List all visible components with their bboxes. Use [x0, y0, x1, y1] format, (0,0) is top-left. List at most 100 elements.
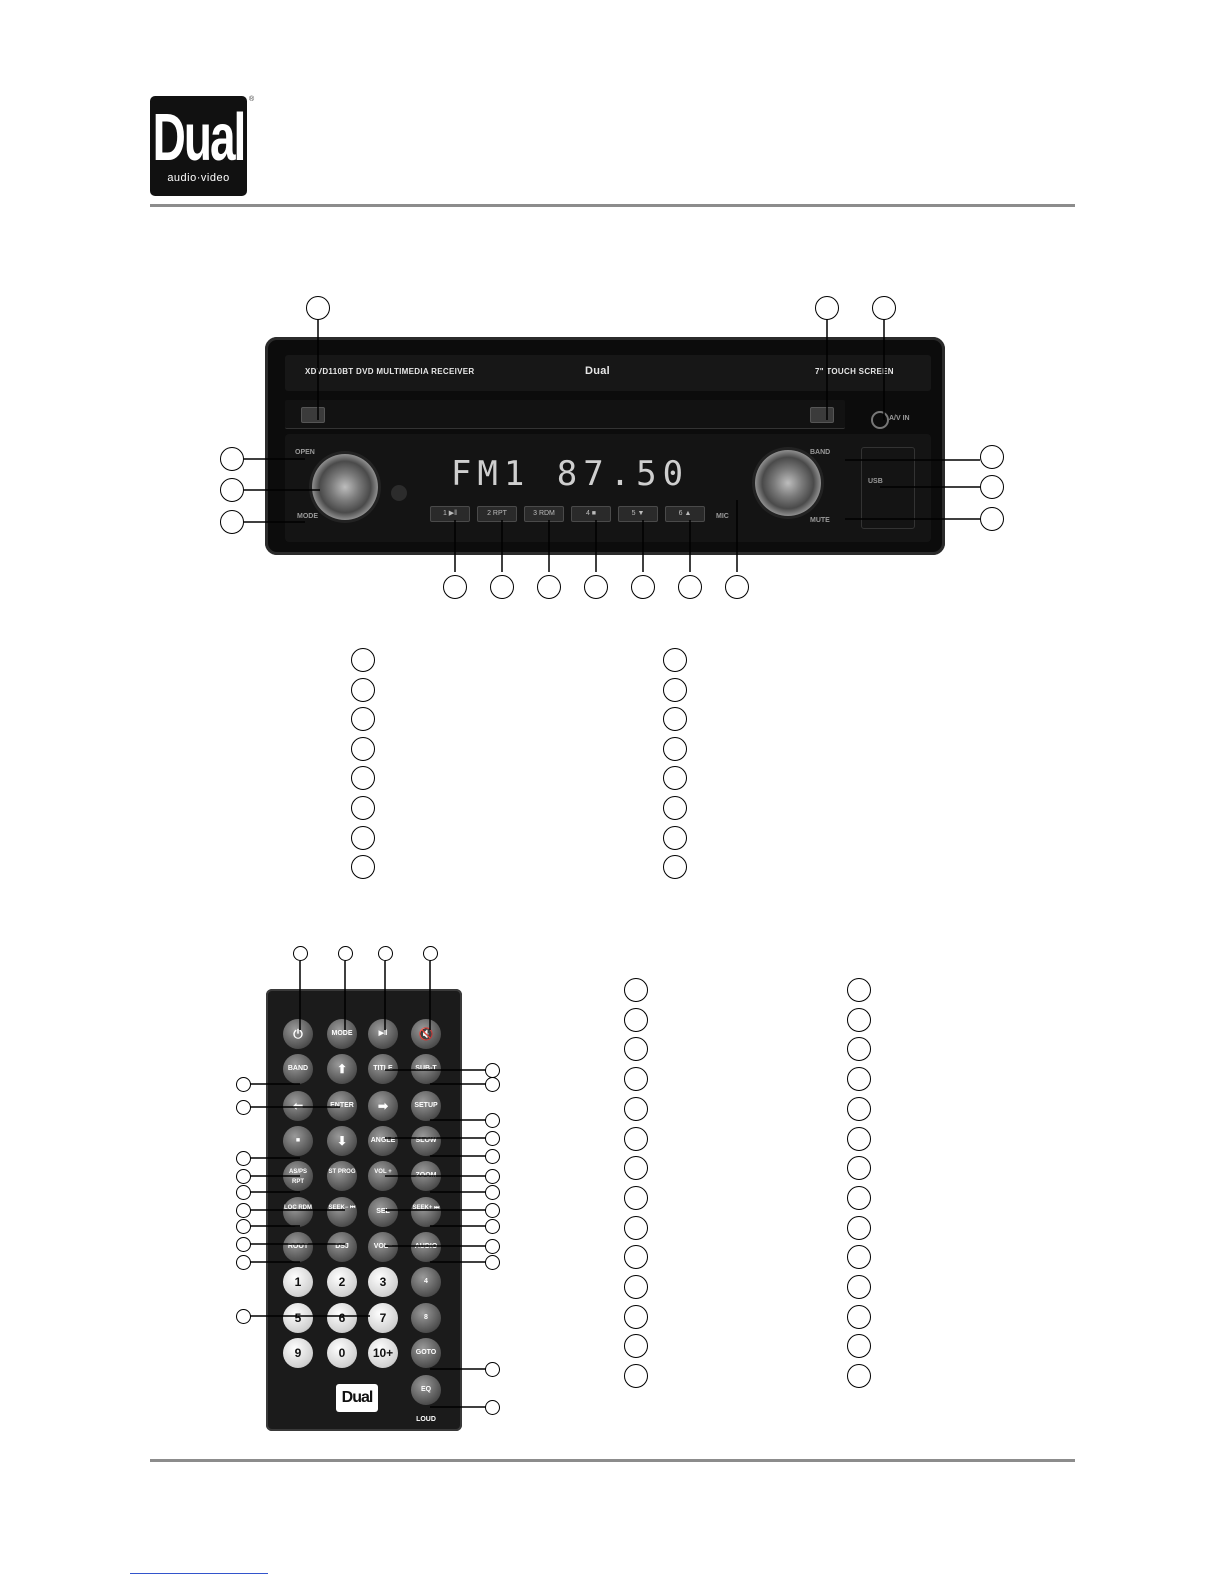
callout-circle — [485, 1185, 500, 1200]
arrow-up-icon: ⬆ — [327, 1054, 357, 1084]
callout-circle — [537, 575, 561, 599]
mic-label: MIC — [716, 513, 729, 520]
power-icon: ⏻ — [283, 1019, 313, 1049]
callout-circle — [378, 946, 393, 961]
callout-circle — [631, 575, 655, 599]
remote-button: EQ LOUD — [411, 1375, 441, 1423]
legend-circle — [624, 1215, 648, 1240]
release-button — [810, 407, 834, 423]
legend-circle — [847, 1126, 871, 1151]
legend-circle — [624, 1334, 648, 1359]
mode-label: MODE — [297, 513, 318, 520]
callout-circle — [236, 1151, 251, 1166]
callout-circle — [293, 946, 308, 961]
lcd-display: FM1 87.50 — [450, 454, 690, 494]
legend-circle — [624, 1364, 648, 1389]
callout-circle — [485, 1063, 500, 1078]
preset-1: 1 ▶ǁ — [430, 506, 470, 522]
callout-circle — [485, 1149, 500, 1164]
callout-circle — [443, 575, 467, 599]
callout-circle — [485, 1169, 500, 1184]
legend-circle — [624, 1156, 648, 1181]
callout-circle — [485, 1400, 500, 1415]
legend-circle — [847, 978, 871, 1002]
legend-circle — [351, 677, 375, 702]
remote-button: SEEK− ⏮ — [327, 1197, 357, 1227]
legend-circle — [847, 1275, 871, 1299]
remote-button: LOC RDM — [283, 1197, 313, 1227]
remote-button: 6 — [327, 1303, 357, 1333]
usb-label: USB — [868, 478, 883, 485]
mute-label: MUTE — [810, 517, 830, 524]
legend-circle — [351, 855, 375, 880]
legend-circle — [351, 648, 375, 672]
callout-circle — [872, 296, 896, 320]
legend-circle — [847, 1304, 871, 1329]
remote-button: 0 — [327, 1338, 357, 1368]
legend-circle — [351, 766, 375, 791]
remote-button: SEEK+ ⏭ — [411, 1197, 441, 1227]
legend-circle — [624, 1007, 648, 1032]
legend-circle — [663, 855, 687, 880]
ir-sensor — [391, 485, 407, 501]
top-rule — [150, 204, 1075, 207]
remote-button: BAND — [283, 1054, 313, 1084]
legend-circle — [351, 707, 375, 732]
band-label: BAND — [810, 449, 831, 456]
callout-circle — [220, 478, 244, 502]
legend-circle — [663, 677, 687, 702]
preset-2: 2 RPT — [477, 506, 517, 522]
legend-circle — [847, 1067, 871, 1092]
legend-circle — [624, 1126, 648, 1151]
legend-circle — [847, 1364, 871, 1389]
callout-circle — [338, 946, 353, 961]
remote-button: 3 — [368, 1267, 398, 1297]
volume-knob — [312, 454, 378, 520]
callout-circle — [236, 1100, 251, 1115]
legend-circle — [847, 1245, 871, 1270]
remote-button: VOL− — [368, 1232, 398, 1262]
remote-button: 7 — [368, 1303, 398, 1333]
legend-circle — [847, 1185, 871, 1210]
remote-button: 4 — [411, 1267, 441, 1297]
callout-circle — [485, 1219, 500, 1234]
legend-circle — [624, 1275, 648, 1299]
legend-circle — [624, 1037, 648, 1062]
disc-slot — [285, 400, 845, 429]
remote-button: 8 — [411, 1303, 441, 1333]
right-knob — [755, 450, 821, 516]
remote-button: SLOW — [411, 1126, 441, 1156]
legend-circle — [847, 1215, 871, 1240]
remote-button: 9 — [283, 1338, 313, 1368]
remote-button: MODE — [327, 1019, 357, 1049]
remote-button: 1 — [283, 1267, 313, 1297]
dual-logo: Dual audio·video — [150, 96, 247, 196]
callout-circle — [236, 1255, 251, 1270]
callout-circle — [485, 1131, 500, 1146]
callout-circle — [980, 507, 1004, 531]
remote-button: ROOT — [283, 1232, 313, 1262]
remote-button: ANGLE — [368, 1126, 398, 1156]
legend-circle — [624, 1185, 648, 1210]
remote-button: ENTER — [327, 1091, 357, 1121]
registered-mark: ® — [249, 96, 255, 103]
remote-button: DSJ — [327, 1232, 357, 1262]
callout-circle — [236, 1185, 251, 1200]
legend-circle — [847, 1007, 871, 1032]
speaker-mute-icon: 🔇 — [411, 1019, 441, 1049]
legend-circle — [847, 1037, 871, 1062]
legend-circle — [663, 707, 687, 732]
legend-circle — [847, 1156, 871, 1181]
logo-sub: audio·video — [167, 172, 230, 184]
legend-circle — [847, 1334, 871, 1359]
callout-circle — [584, 575, 608, 599]
screen-text: 7" TOUCH SCREEN — [815, 367, 894, 376]
eject-button — [301, 407, 325, 423]
callout-circle — [236, 1237, 251, 1252]
callout-circle — [220, 447, 244, 471]
legend-circle — [663, 825, 687, 850]
legend-circle — [624, 1067, 648, 1092]
legend-circle — [624, 1096, 648, 1121]
callout-circle — [306, 296, 330, 320]
